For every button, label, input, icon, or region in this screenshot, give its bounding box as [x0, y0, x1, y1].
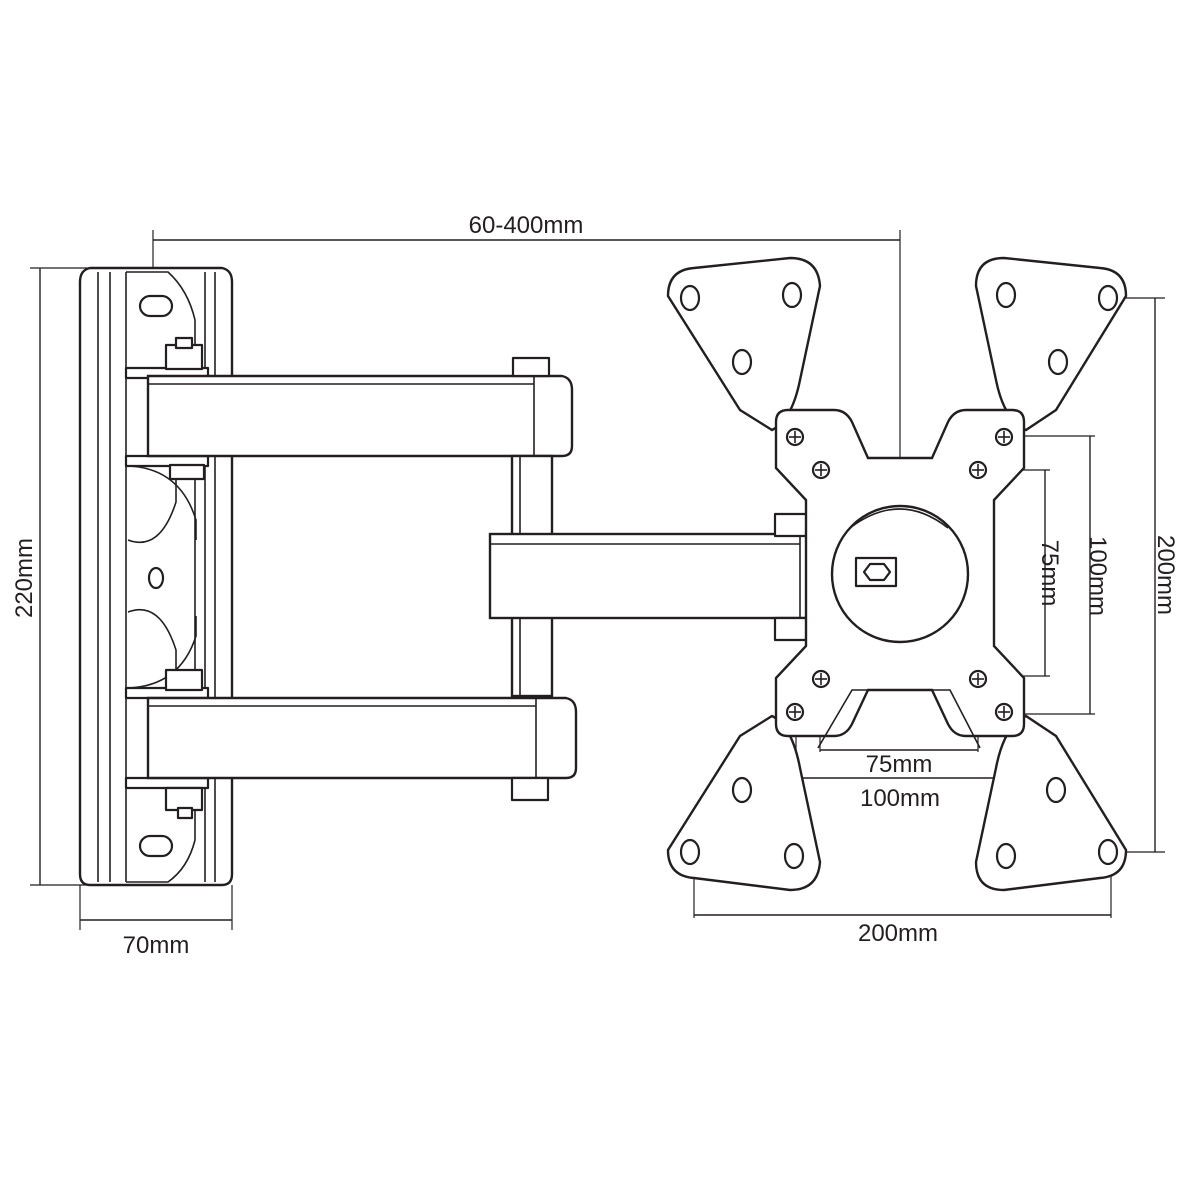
screw-hole-inner-br	[968, 669, 988, 689]
bracket-width-label: 200mm	[858, 920, 938, 947]
wall-plate-center-hole	[147, 566, 165, 590]
screw-hole-inner-tr	[968, 460, 988, 480]
tab-hole	[995, 281, 1017, 309]
vesa-inner-vertical-label: 75mm	[1036, 540, 1063, 607]
tab-hole	[1097, 838, 1119, 866]
center-hub	[854, 556, 898, 588]
vesa-bracket	[666, 256, 1128, 892]
vesa-outer-vertical-label: 100mm	[1084, 536, 1111, 616]
pivot-bolt-bottom-cap	[176, 806, 194, 820]
screw-hole-outer-tr	[994, 427, 1014, 447]
tab-hole	[1097, 284, 1119, 312]
pivot-bolt-top-lower	[168, 463, 206, 481]
bracket-height-label: 200mm	[1152, 535, 1179, 615]
screw-hole-inner-tl	[811, 460, 831, 480]
tab-hole	[1045, 776, 1067, 804]
screw-hole-outer-bl	[785, 702, 805, 722]
dimension-bracket-width: 200mm	[693, 858, 1112, 947]
lower-arm	[146, 696, 578, 802]
wall-plate-slot-bottom	[138, 834, 174, 858]
dimension-bracket-height: 200mm	[1115, 297, 1179, 853]
vesa-outer-horizontal-label: 100mm	[860, 785, 940, 812]
tab-hole	[731, 348, 753, 376]
dimension-wall-plate-height: 220mm	[11, 267, 90, 886]
tab-hole	[679, 838, 701, 866]
rotation-disk	[830, 504, 970, 644]
screw-hole-inner-bl	[811, 669, 831, 689]
tab-hole	[731, 776, 753, 804]
dimension-wall-plate-width: 70mm	[79, 885, 233, 959]
wall-plate-height-label: 220mm	[11, 538, 38, 618]
extension-label: 60-400mm	[469, 212, 584, 239]
dimension-vesa-inner-vertical: 75mm	[985, 469, 1063, 677]
dimension-extension: 60-400mm	[152, 212, 901, 460]
tab-top-right	[974, 256, 1128, 432]
upper-arm-bolt	[511, 356, 551, 378]
vesa-inner-horizontal-label: 75mm	[866, 751, 933, 778]
wall-plate-width-label: 70mm	[123, 932, 190, 959]
pivot-bolt-bottom-upper	[164, 668, 204, 692]
lower-arm-bolt	[510, 776, 550, 802]
upper-arm	[146, 356, 574, 458]
screw-hole-outer-br	[994, 702, 1014, 722]
wall-plate-slot-top	[138, 294, 174, 318]
dimension-vesa-outer-vertical: 100mm	[1012, 435, 1111, 715]
tab-hole	[995, 842, 1017, 870]
screw-hole-outer-tl	[785, 427, 805, 447]
hex-bolt-icon	[862, 562, 892, 582]
tab-hole	[783, 842, 805, 870]
tab-hole	[781, 281, 803, 309]
tab-hole	[1047, 348, 1069, 376]
pivot-bolt-top-cap	[174, 336, 194, 350]
tab-hole	[679, 284, 701, 312]
pivot-bolt-bottom-lower	[164, 786, 204, 812]
wall-plate	[78, 266, 234, 887]
